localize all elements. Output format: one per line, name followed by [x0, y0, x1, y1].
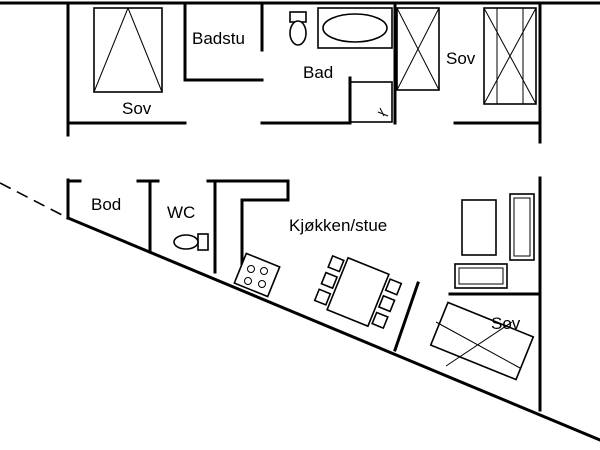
dining-table-icon — [313, 254, 403, 330]
bed-bottom-right-icon — [429, 301, 535, 381]
bed-top-right-icon — [483, 7, 537, 105]
room-label-sov-top-left: Sov — [122, 99, 152, 118]
room-label-bad: Bad — [303, 63, 333, 82]
coffee-table-icon — [461, 199, 497, 256]
room-label-sov-bottom-right: Sov — [491, 314, 521, 333]
middle-walls — [66, 179, 542, 352]
room-label-bod: Bod — [91, 195, 121, 214]
sofa-bottom-icon — [454, 263, 508, 289]
bathtub-icon — [317, 7, 393, 49]
sofa-right-icon — [509, 193, 535, 261]
stove-icon — [233, 252, 281, 298]
bed-top-left-icon — [93, 7, 163, 93]
wardrobe-top-icon — [396, 7, 440, 91]
room-label-wc: WC — [167, 203, 195, 222]
room-label-sov-top-right: Sov — [446, 49, 476, 68]
shower-icon — [349, 81, 393, 123]
toilet-top-icon — [289, 11, 307, 46]
room-label-kjokken-stue: Kjøkken/stue — [289, 216, 387, 235]
room-label-badstu: Badstu — [192, 29, 245, 48]
toilet-wc-icon — [173, 233, 209, 251]
